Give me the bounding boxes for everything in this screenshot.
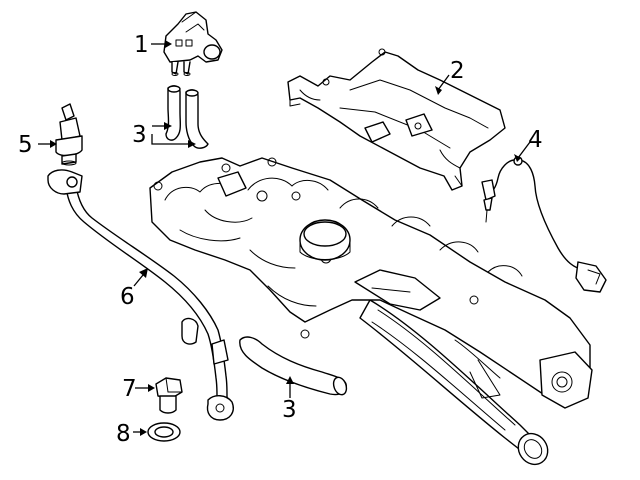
part-2-bracket (287, 48, 506, 191)
callout-8: 8 (116, 421, 131, 447)
callout-6: 6 (120, 284, 135, 310)
part-8-washer (147, 422, 181, 442)
part-7-bolt (155, 377, 183, 414)
callout-4: 4 (528, 127, 543, 153)
manifold-assembly (149, 157, 593, 466)
manifold-outlet-end (517, 432, 549, 466)
callout-1: 1 (134, 32, 149, 58)
part-3-lower-hose (239, 336, 348, 396)
callout-labels: 1 2 3 3 4 5 6 7 8 (18, 32, 543, 447)
manifold-flange (539, 351, 593, 409)
part-4-temp-sensor (481, 156, 607, 293)
callout-5: 5 (18, 132, 33, 158)
callout-7: 7 (122, 376, 137, 402)
leader-lines (38, 40, 531, 436)
part-6-pipe (47, 169, 234, 421)
part-3-upper-hoses (165, 85, 209, 149)
callout-3-lower: 3 (282, 397, 297, 423)
callout-3-upper: 3 (132, 122, 147, 148)
part-1-sensor (163, 11, 223, 76)
callout-2: 2 (450, 58, 465, 84)
part-5-sensor (55, 103, 83, 166)
